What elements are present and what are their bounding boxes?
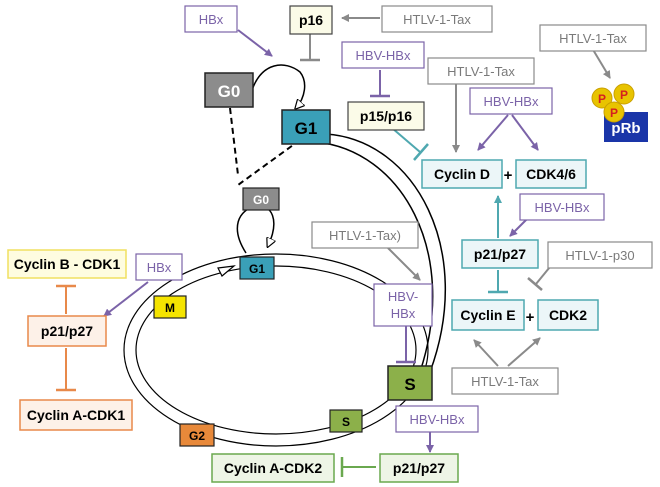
p21-p27-right-box xyxy=(461,239,539,269)
plus-d-label: + xyxy=(504,167,513,184)
inner-cycle-arrowhead xyxy=(217,265,236,277)
htlv-tax-prb-label: HTLV-1-Tax xyxy=(559,31,627,46)
htlv-tax-to-cdk2-arrow xyxy=(507,337,541,367)
g2-phase-box xyxy=(179,423,215,447)
cyclin-a-cdk2-box xyxy=(211,453,335,483)
g0-inner-label: G0 xyxy=(253,193,269,207)
hbv-hbx-s-label-line1: HBV- xyxy=(388,289,418,304)
hbv-hbx-s-label-line2: HBx xyxy=(391,306,416,321)
prb-label: pRb xyxy=(611,120,640,137)
g0-g1-outer-arrow xyxy=(251,64,306,108)
hbvhbx-to-cyclind-arrow xyxy=(477,114,509,151)
hbx-to-p21-left-arrow xyxy=(103,281,149,317)
cyclin-b-cdk1-label: Cyclin B - CDK1 xyxy=(14,256,121,272)
cyclin-e-box xyxy=(451,299,525,331)
hbv-hbx-p21-box xyxy=(519,193,605,221)
g0-outer-box xyxy=(204,72,254,108)
cdk46-box xyxy=(515,159,587,189)
cyclin-a-cdk2-label: Cyclin A-CDK2 xyxy=(224,460,322,476)
s-inner-label: S xyxy=(342,415,350,429)
p21-p27-bottom-box xyxy=(379,453,459,483)
htlv-tax-bottom-box xyxy=(451,367,559,395)
htlv-tax-prb-box xyxy=(539,24,647,52)
htlv-p30-label: HTLV-1-p30 xyxy=(565,248,634,263)
g1-dashed-line xyxy=(237,139,301,186)
hbv-hbx-cyclind-box xyxy=(469,87,553,115)
phosphate-2-label: P xyxy=(620,88,628,102)
hbv-hbx-p21-label: HBV-HBx xyxy=(535,200,590,215)
cyclin-e-label: Cyclin E xyxy=(460,307,515,323)
inner-cycle-outer-ring xyxy=(123,253,429,447)
cdk46-label: CDK4/6 xyxy=(526,166,576,182)
htlv-tax-s-label: HTLV-1-Tax) xyxy=(329,228,401,243)
htlv-tax-cyclind-box xyxy=(427,57,535,85)
outer-arc-line-1 xyxy=(315,141,434,373)
p15-cycd-inhibit-bar xyxy=(413,143,429,161)
htlv-tax-p16-label: HTLV-1-Tax xyxy=(403,12,471,27)
hbx-left-label: HBx xyxy=(147,260,172,275)
hbv-hbx-p15-label: HBV-HBx xyxy=(356,48,411,63)
hbv-hbx-bottom-label: HBV-HBx xyxy=(410,412,465,427)
g1-outer-label: G1 xyxy=(295,119,318,138)
g0-inner-box xyxy=(242,187,280,211)
p30-inhibit-bar xyxy=(527,277,543,291)
p16-box xyxy=(289,5,333,35)
htlv-tax-s-box xyxy=(311,221,419,249)
cyclin-a-cdk1-label: Cyclin A-CDK1 xyxy=(27,407,125,423)
m-phase-label: M xyxy=(165,301,175,315)
htlv-tax-to-s-arrow xyxy=(387,247,421,281)
m-phase-box xyxy=(153,295,187,319)
p16-label: p16 xyxy=(299,12,323,28)
hbvhbx-to-cdk46-arrow xyxy=(511,114,539,151)
outer-arc-line-2 xyxy=(325,133,446,373)
hbv-hbx-s-box xyxy=(373,283,433,327)
p15-cycd-inhibit-line xyxy=(391,127,421,153)
p21-p27-left-box xyxy=(27,315,107,347)
cdk2-box xyxy=(537,299,599,331)
phosphate-3-label: P xyxy=(610,106,618,120)
hbv-hbx-bottom-box xyxy=(395,405,479,433)
cyclin-d-box xyxy=(421,159,503,189)
htlv-tax-to-cyce-arrow xyxy=(473,339,499,367)
hbx-top-box xyxy=(184,5,238,33)
g0-dashed-line xyxy=(229,107,239,176)
htlv-tax-p16-box xyxy=(381,5,493,33)
s-outer-label: S xyxy=(404,375,415,394)
p21-p27-bottom-label: p21/p27 xyxy=(393,460,445,476)
s-outer-box xyxy=(387,365,433,401)
cyclin-b-cdk1-box xyxy=(7,249,127,279)
p21-p27-right-label: p21/p27 xyxy=(474,246,526,262)
hbvhbx-to-p21-arrow xyxy=(509,217,529,237)
cyclin-a-cdk1-box xyxy=(19,399,133,431)
g0-outer-label: G0 xyxy=(218,82,241,101)
htlv-tax-to-prb-arrow xyxy=(591,47,611,79)
phosphate-2-icon xyxy=(613,83,635,105)
g1-inner-box xyxy=(239,256,275,280)
p15-p16-label: p15/p16 xyxy=(360,108,412,124)
htlv-tax-bottom-label: HTLV-1-Tax xyxy=(471,374,539,389)
hbv-hbx-p15-box xyxy=(341,41,425,69)
s-inner-box xyxy=(329,409,363,433)
hbv-hbx-cyclind-label: HBV-HBx xyxy=(484,94,539,109)
htlv-tax-cyclind-label: HTLV-1-Tax xyxy=(447,64,515,79)
hbx-to-p16-arrow xyxy=(237,29,273,57)
g1-inner-label: G1 xyxy=(249,262,265,276)
plus-e-label: + xyxy=(526,309,535,326)
cdk2-label: CDK2 xyxy=(549,307,587,323)
hbx-top-label: HBx xyxy=(199,12,224,27)
g0-g1-inner-arrow xyxy=(236,205,273,254)
phosphate-1-icon xyxy=(591,87,613,109)
p21-p27-left-label: p21/p27 xyxy=(41,323,93,339)
p15-p16-box xyxy=(347,101,425,131)
cyclin-d-label: Cyclin D xyxy=(434,166,490,182)
g2-phase-label: G2 xyxy=(189,429,205,443)
htlv-p30-box xyxy=(547,241,653,269)
phosphate-3-icon xyxy=(603,101,625,123)
g1-outer-box xyxy=(281,109,331,145)
inner-cycle-inner-ring xyxy=(135,265,417,435)
hbx-left-box xyxy=(135,253,183,281)
phosphate-1-label: P xyxy=(598,92,606,106)
